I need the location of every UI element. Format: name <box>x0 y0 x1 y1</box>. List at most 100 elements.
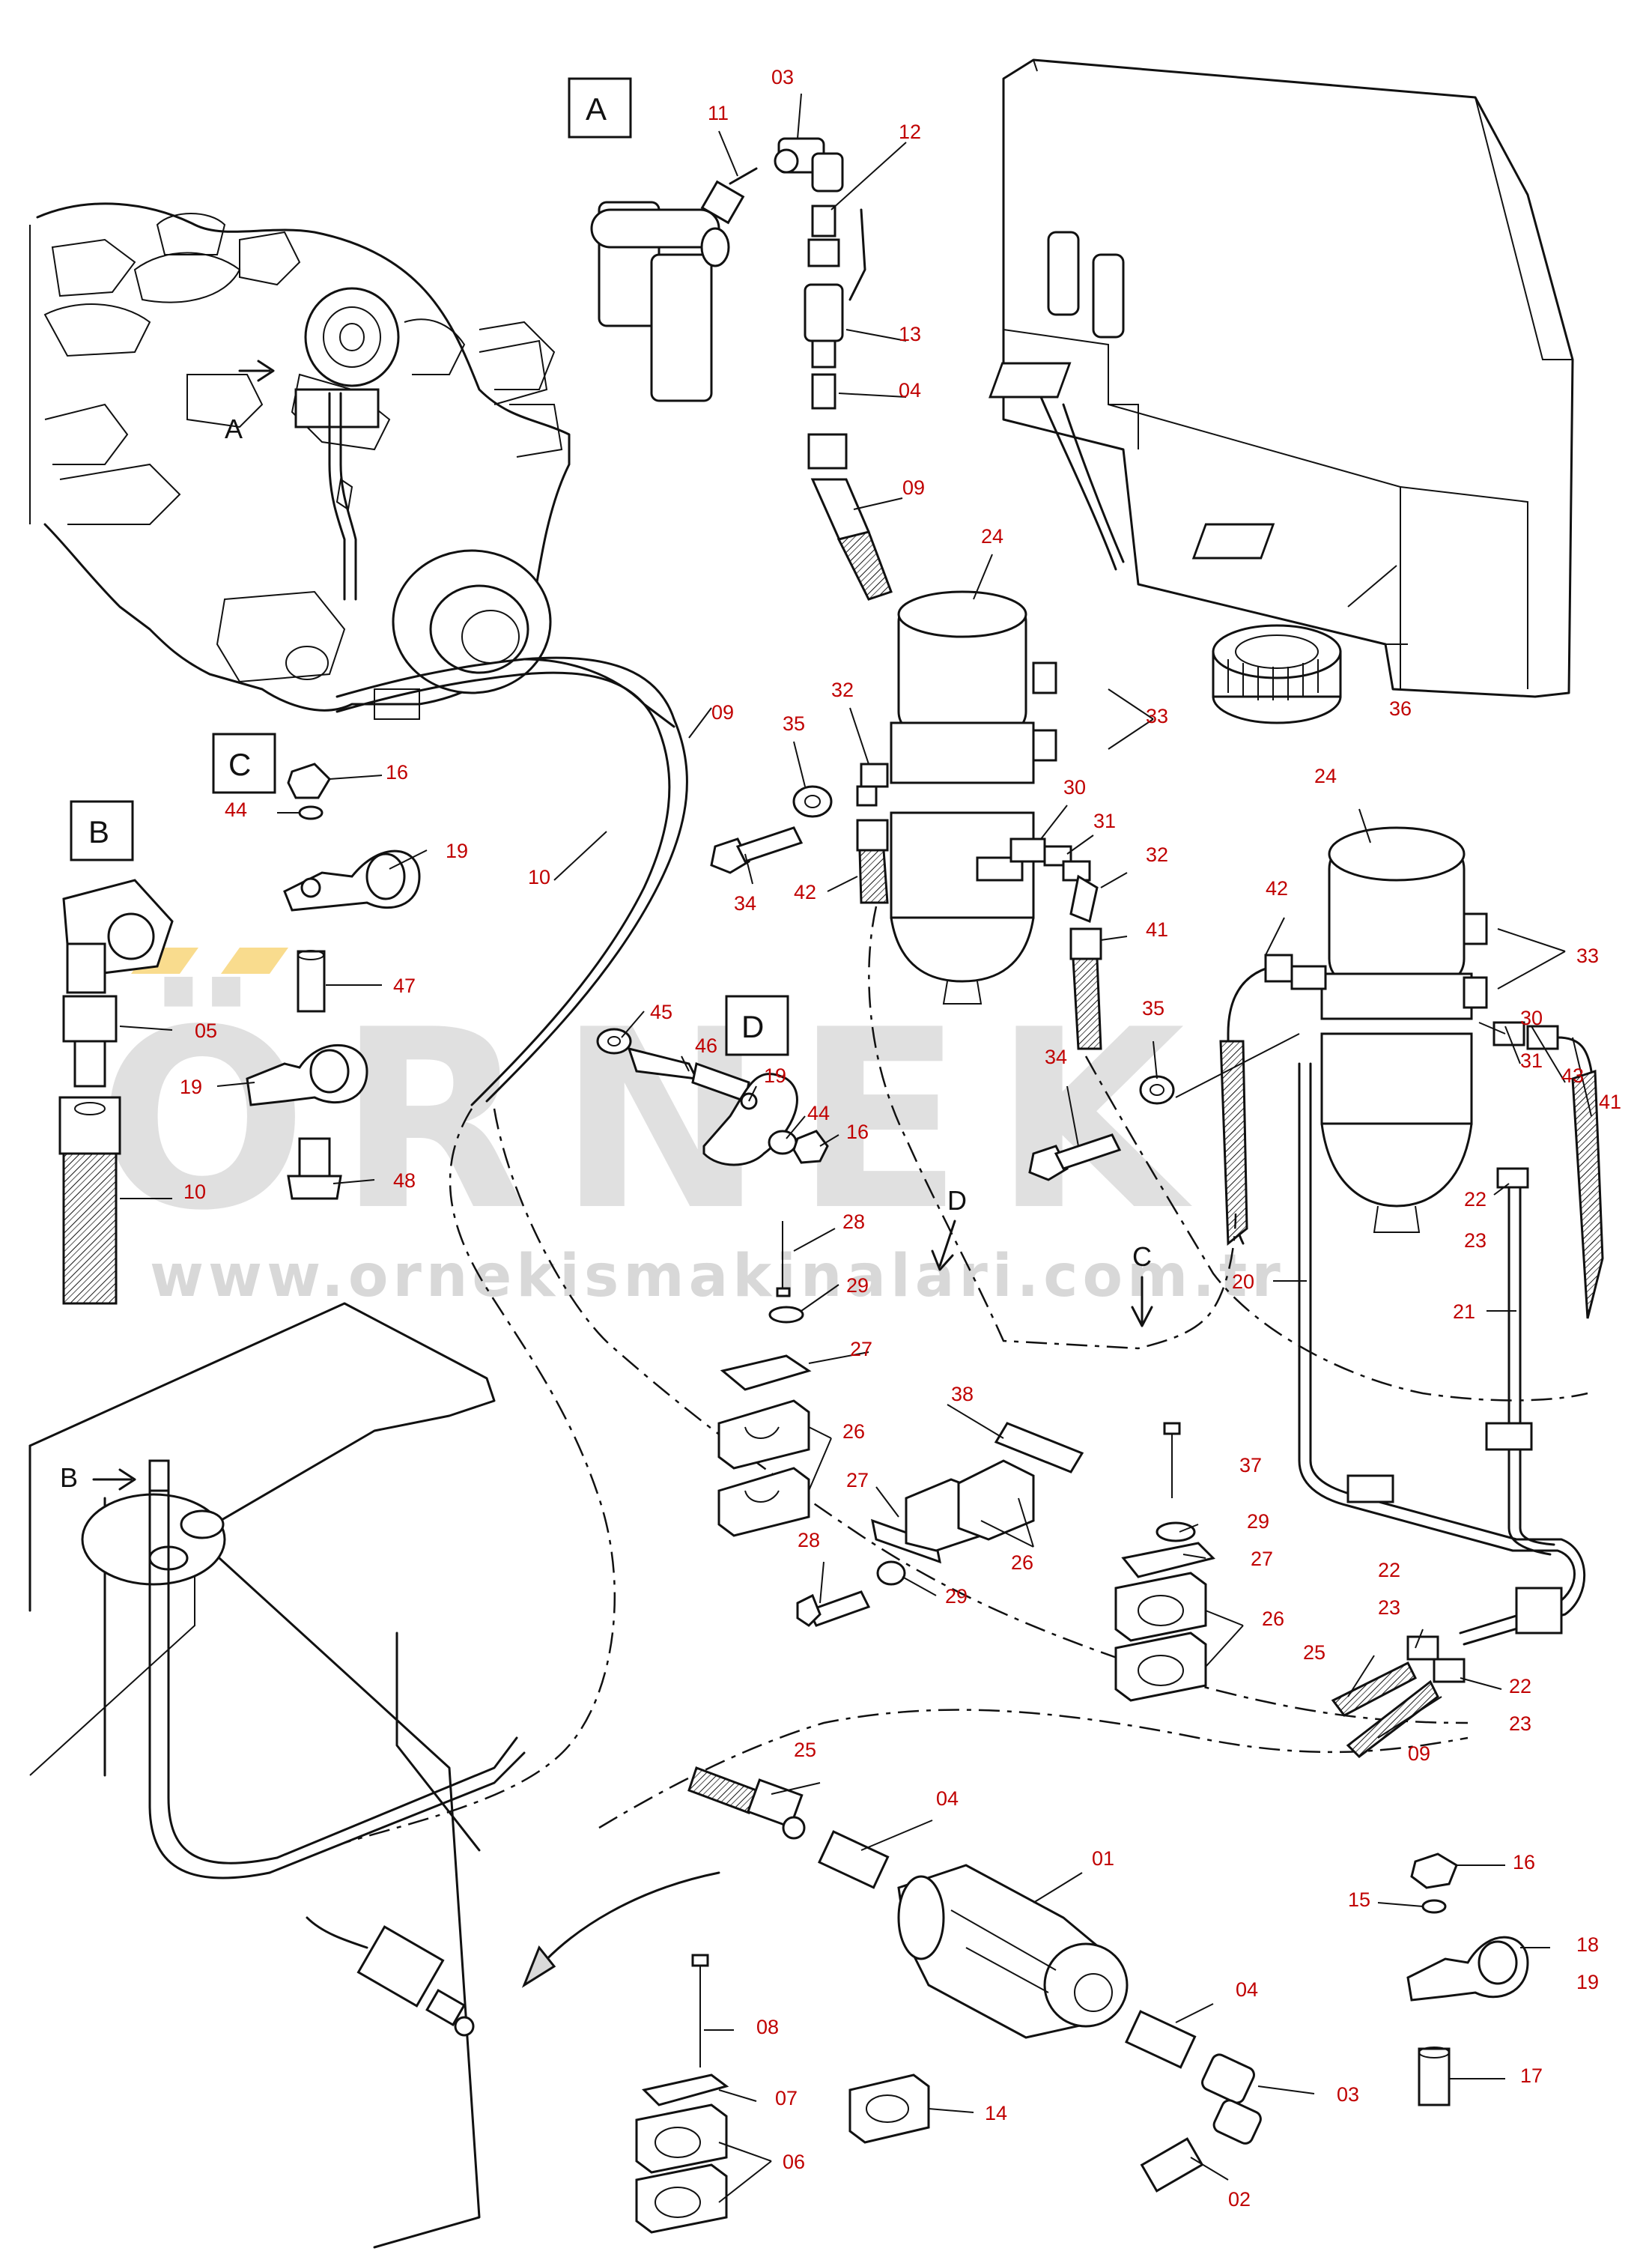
callout-23-right: 23 <box>1464 1229 1487 1252</box>
callout-26-right: 26 <box>1262 1608 1284 1630</box>
callout-12: 12 <box>899 121 921 143</box>
fitting-04-bottom-right <box>1125 2010 1197 2069</box>
callout-16-right: 16 <box>1513 1851 1535 1873</box>
callout-24-right: 24 <box>1314 765 1337 787</box>
fitting-04-bottom-left <box>818 1830 890 1889</box>
callout-04-pump-right: 04 <box>1236 1978 1258 2001</box>
callout-30-upper: 30 <box>1063 776 1086 799</box>
tank-view-b-marker: B <box>60 1462 136 1493</box>
hoses-25-09-right <box>1331 1635 1466 1758</box>
callout-35-right: 35 <box>1142 997 1164 1020</box>
callout-46: 46 <box>695 1034 717 1057</box>
callout-44-c: 44 <box>225 799 247 821</box>
callout-02: 02 <box>1228 2188 1251 2211</box>
callout-45: 45 <box>650 1001 672 1023</box>
callout-16-d: 16 <box>846 1121 869 1143</box>
tank-view-b-label: B <box>60 1462 78 1493</box>
hose-routing <box>335 656 688 1106</box>
callout-27-left: 27 <box>850 1338 872 1360</box>
callout-03-bottom: 03 <box>1337 2083 1359 2106</box>
callout-17: 17 <box>1520 2064 1543 2087</box>
direction-arrow <box>523 1871 720 1987</box>
callout-28-left: 28 <box>842 1211 865 1233</box>
callout-33-right: 33 <box>1576 945 1599 967</box>
fitting-32-upper <box>856 763 889 807</box>
fuel-tank-bottom <box>28 1302 526 2249</box>
pipes-20-21 <box>1298 1062 1586 1646</box>
clamp-set-right-bottom <box>1406 1852 1529 2106</box>
callout-19-c: 19 <box>446 840 468 862</box>
callout-48: 48 <box>393 1169 416 1192</box>
callout-13: 13 <box>899 323 921 345</box>
engine-block <box>29 202 571 720</box>
clamp-14 <box>848 2073 930 2144</box>
callout-18: 18 <box>1576 1933 1599 1956</box>
fitting-02 <box>1140 2137 1204 2193</box>
fittings-30-31-32 <box>1009 837 1099 924</box>
pump-01 <box>897 1864 1129 2039</box>
callout-44-d: 44 <box>807 1102 830 1124</box>
callout-01: 01 <box>1092 1847 1114 1870</box>
callout-08: 08 <box>756 2016 779 2038</box>
callout-26-mid: 26 <box>1011 1551 1033 1574</box>
callout-43: 43 <box>1561 1064 1584 1087</box>
callout-29-mid: 29 <box>945 1585 968 1608</box>
callout-36: 36 <box>1389 697 1412 720</box>
callout-22-right: 22 <box>1464 1188 1487 1211</box>
callout-38: 38 <box>951 1383 974 1405</box>
callout-14: 14 <box>985 2102 1007 2124</box>
callout-09-right: 09 <box>1408 1742 1430 1765</box>
arrow-d-marker: D <box>931 1185 967 1271</box>
callout-47: 47 <box>393 975 416 997</box>
callout-10-b: 10 <box>183 1181 206 1203</box>
section-c: C <box>212 733 421 1200</box>
fuel-tank-top <box>989 58 1574 698</box>
leader-lines <box>119 93 1592 2203</box>
hose-42-upper <box>856 819 889 904</box>
callout-32-upper: 32 <box>831 679 854 701</box>
section-a: A <box>568 77 893 601</box>
arrow-c-marker: C <box>1131 1241 1153 1327</box>
bolt-34-upper <box>710 785 833 874</box>
callout-37: 37 <box>1239 1454 1262 1476</box>
callout-26-left: 26 <box>842 1420 865 1443</box>
fuel-filter-upper <box>890 590 1057 1005</box>
hose-41-upper <box>1069 927 1102 1050</box>
watermark-accent-right <box>221 948 288 974</box>
elbow-03-bottom <box>1201 2053 1262 2145</box>
callout-31-right: 31 <box>1520 1049 1543 1072</box>
hose-25-bottom <box>687 1766 806 1840</box>
callout-33-upper: 33 <box>1146 705 1168 727</box>
callout-numbers: 03 11 12 13 04 09 24 33 32 30 31 32 41 0… <box>180 66 1621 2211</box>
callout-09-mid: 09 <box>711 701 734 724</box>
callout-22-low: 22 <box>1509 1675 1531 1697</box>
callout-07: 07 <box>775 2087 798 2109</box>
clamp-set-middle <box>796 1422 1084 1627</box>
section-d: D <box>596 995 829 1166</box>
direction-arrow-head <box>521 1945 556 1988</box>
callout-15: 15 <box>1348 1888 1370 1911</box>
callout-21: 21 <box>1453 1300 1475 1323</box>
callout-29-left: 29 <box>846 1274 869 1297</box>
watermark-logo: ÖRNEK <box>97 975 1215 1264</box>
callout-04-bottom: 04 <box>936 1787 959 1810</box>
callout-11: 11 <box>708 102 729 124</box>
dashed-routing <box>344 906 1588 1844</box>
arrow-c-label: C <box>1132 1241 1152 1272</box>
callout-31-upper: 31 <box>1093 810 1116 832</box>
callout-04-top: 04 <box>899 379 921 402</box>
callout-41-right: 41 <box>1599 1091 1621 1113</box>
callout-25-right: 25 <box>1303 1641 1325 1664</box>
section-c-label: C <box>228 747 251 782</box>
engine-view-a-label: A <box>225 413 243 444</box>
callout-29-right: 29 <box>1247 1510 1269 1533</box>
callout-19-right: 19 <box>1576 1971 1599 1993</box>
arrow-d-label: D <box>947 1185 967 1216</box>
callout-24-upper: 24 <box>981 525 1003 548</box>
section-b-label: B <box>88 814 109 849</box>
section-b: B <box>58 800 174 1305</box>
callout-30-right: 30 <box>1520 1007 1543 1029</box>
clamp-set-bottom <box>635 1954 729 2234</box>
pump-small-bottom <box>306 1916 475 2037</box>
